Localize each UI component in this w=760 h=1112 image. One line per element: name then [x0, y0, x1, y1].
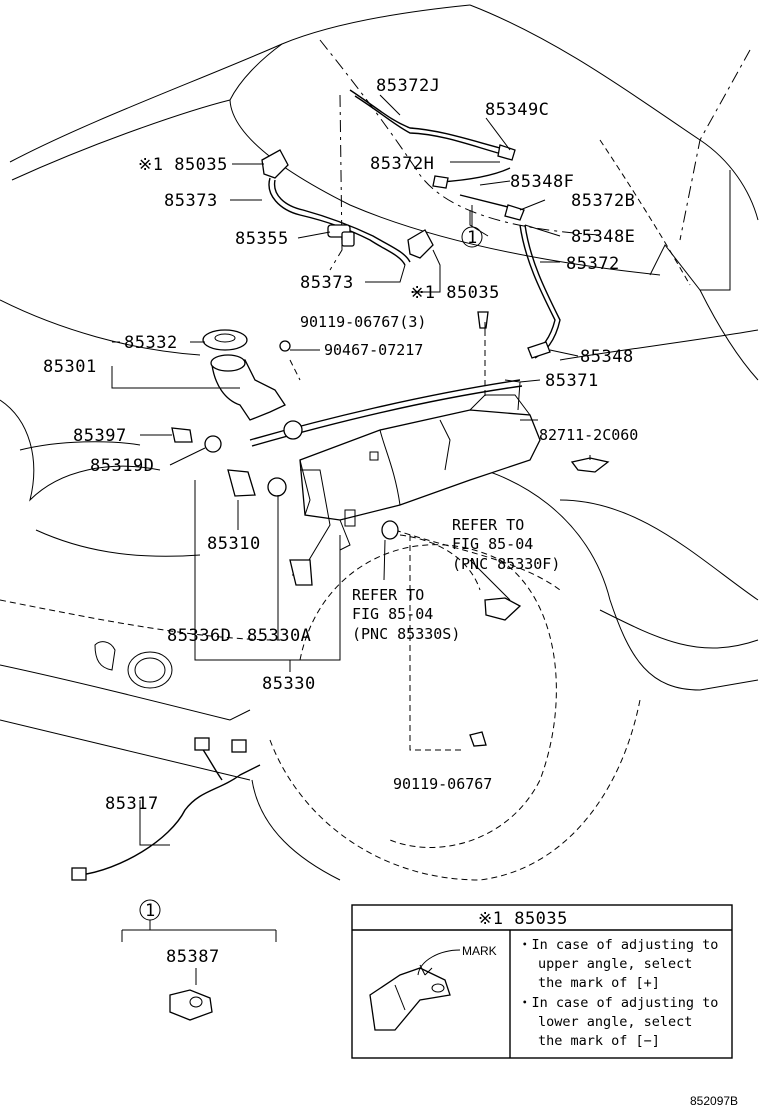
label-82711-2C060: 82711-2C060	[539, 426, 638, 444]
label-85317: 85317	[105, 794, 159, 814]
leader-lines	[111, 94, 591, 985]
label-85348: 85348	[580, 347, 634, 367]
refer-to-2-line2: FIG 85-04	[352, 605, 433, 623]
label-85319D: 85319D	[90, 456, 154, 476]
label-85035-lower: ※1 85035	[410, 283, 500, 303]
label-85348E: 85348E	[571, 227, 635, 247]
figure-code: 852097B	[690, 1094, 738, 1108]
note-box-title: ※1 85035	[478, 909, 568, 929]
label-85372: 85372	[566, 254, 620, 274]
label-85310: 85310	[207, 534, 261, 554]
label-85336D: 85336D	[167, 626, 231, 646]
refer-to-2-line3: (PNC 85330S)	[352, 625, 460, 643]
label-90119-06767-3: 90119-06767(3)	[300, 313, 426, 331]
note-line-6: the mark of [−]	[538, 1033, 660, 1049]
label-90467-07217: 90467-07217	[324, 341, 423, 359]
label-85332: 85332	[124, 333, 178, 353]
washer-tank	[289, 379, 541, 586]
label-85330: 85330	[262, 674, 316, 694]
circle-1-label: 1	[467, 228, 478, 248]
refer-to-1-line2: FIG 85-04	[452, 535, 533, 553]
note-line-3: the mark of [+]	[538, 975, 660, 991]
label-85372B: 85372B	[571, 191, 635, 211]
label-85349C: 85349C	[485, 100, 549, 120]
hoses	[249, 89, 561, 447]
note-line-2: upper angle, select	[538, 956, 692, 972]
label-85301: 85301	[43, 357, 97, 377]
parts	[71, 144, 610, 1021]
label-85371: 85371	[545, 371, 599, 391]
label-85397: 85397	[73, 426, 127, 446]
note-line-1: ・In case of adjusting to	[518, 937, 718, 953]
label-85373-lower: 85373	[300, 273, 354, 293]
label-85035-upper: ※1 85035	[138, 155, 228, 175]
label-85355: 85355	[235, 229, 289, 249]
refer-to-2-line1: REFER TO	[352, 586, 424, 604]
label-85373-upper: 85373	[164, 191, 218, 211]
circle-1-legend-label: 1	[145, 901, 156, 921]
note-mark-label: MARK	[462, 944, 497, 958]
part-labels: 85372J 85349C ※1 85035 85372H 85348F 853…	[43, 76, 738, 1108]
refer-to-1-line3: (PNC 85330F)	[452, 555, 560, 573]
vehicle-outline	[0, 4, 759, 881]
note-line-4: ・In case of adjusting to	[518, 995, 718, 1011]
note-line-5: lower angle, select	[538, 1014, 692, 1030]
refer-to-1-line1: REFER TO	[452, 516, 524, 534]
label-85372J: 85372J	[376, 76, 440, 96]
label-85372H: 85372H	[370, 154, 434, 174]
note-box-text: ※1 85035 MARK ・In case of adjusting to u…	[462, 909, 718, 1049]
label-85348F: 85348F	[510, 172, 574, 192]
label-90119-06767: 90119-06767	[393, 775, 492, 793]
label-85330A: 85330A	[247, 626, 311, 646]
label-85387: 85387	[166, 947, 220, 967]
note-box	[351, 904, 733, 1059]
